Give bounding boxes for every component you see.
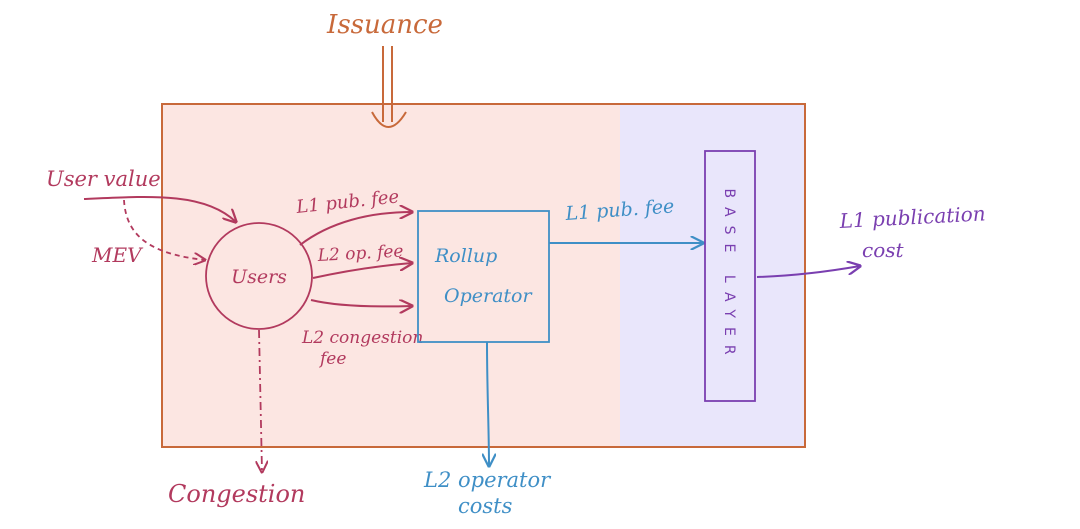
l2-op-fee-label: L2 op. fee bbox=[316, 242, 404, 267]
l2-congestion-fee-arrow bbox=[310, 300, 412, 306]
system-box-peach-region bbox=[162, 104, 620, 447]
user-value-to-mev-dashed bbox=[123, 199, 205, 260]
congestion-arrow bbox=[259, 329, 262, 472]
system-box-border bbox=[161, 103, 806, 448]
l2-op-fee-arrow bbox=[312, 263, 412, 279]
mev-label: MEV bbox=[91, 243, 144, 267]
l1-cost-label-line1: L1 publication bbox=[838, 201, 986, 233]
user-value-arrow bbox=[83, 195, 236, 222]
l1-cost-label-line2: cost bbox=[862, 238, 905, 262]
base-layer-node bbox=[704, 150, 756, 402]
l1-publication-cost-arrow bbox=[756, 266, 860, 278]
issuance-arrow-head bbox=[371, 111, 407, 128]
congestion-label: Congestion bbox=[168, 480, 305, 508]
l2-costs-label-line1: L2 operator bbox=[423, 468, 552, 492]
user-value-label: User value bbox=[46, 167, 161, 191]
l2-costs-label-line2: costs bbox=[458, 494, 513, 518]
l2-congestion-fee-label-line2: fee bbox=[318, 349, 346, 369]
issuance-label: Issuance bbox=[326, 10, 443, 40]
rollup-operator-node bbox=[417, 210, 550, 343]
l2-congestion-fee-label-line1: L2 congestion bbox=[301, 328, 423, 348]
base-layer-label: BASE LAYER bbox=[721, 188, 737, 363]
l2-operator-costs-arrow bbox=[487, 341, 489, 466]
users-node bbox=[205, 222, 313, 330]
rollup-label-line1: Rollup bbox=[434, 245, 497, 267]
l1-pub-fee-arrow bbox=[299, 212, 412, 246]
users-label: Users bbox=[231, 266, 287, 288]
rollup-label-line2: Operator bbox=[444, 285, 533, 307]
